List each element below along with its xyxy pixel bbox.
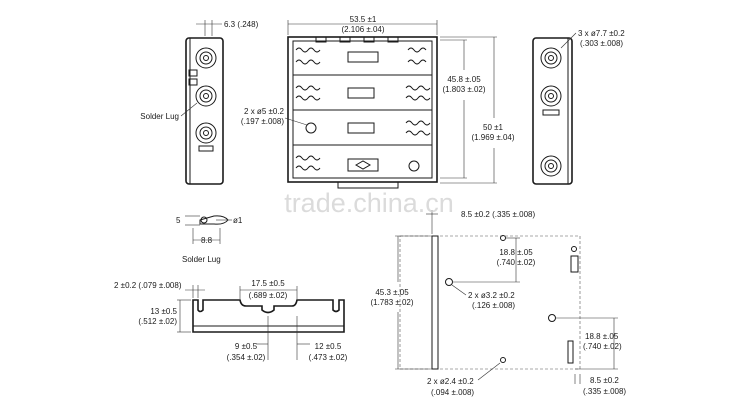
corner-label-1: 8.5 ±0.2: [590, 376, 619, 385]
bottom-view: [395, 210, 618, 384]
hole5-label-1: 2 x ø5 ±0.2: [244, 107, 285, 116]
solder-lug-detail: [185, 215, 232, 244]
slot12-label-2: (.473 ±.02): [309, 353, 348, 362]
hole5-label-2: (.197 ±.008): [241, 117, 284, 126]
lug-length-label: 8.8: [201, 236, 213, 245]
watermark: trade.china.cn: [284, 188, 454, 218]
left-side-view: [185, 20, 224, 185]
slot-width-label-2: (.689 ±.02): [249, 291, 288, 300]
slot9-label-2: (.354 ±.02): [227, 353, 266, 362]
hole24-label-1: 2 x ø2.4 ±0.2: [427, 377, 474, 386]
side-height-label-2: (.512 ±.02): [138, 317, 177, 326]
front-profile-view: [177, 285, 345, 360]
slot12-label-1: 12 ±0.5: [315, 342, 342, 351]
lug-view-label: Solder Lug: [182, 255, 221, 264]
right-side-view: [532, 32, 577, 185]
top-width-label-1: 53.5 ±1: [350, 15, 377, 24]
gap-lower-label-1: 18.8 ±.05: [585, 332, 619, 341]
gap-upper-label-2: (.740 ±.02): [497, 258, 536, 267]
top-view: [284, 20, 497, 189]
lug-height-label: 5: [176, 216, 181, 225]
base-height-label-1: 45.3 ±.05: [375, 288, 409, 297]
side-width-label: 6.3 (.248): [224, 20, 259, 29]
solder-lug-label: Solder Lug: [140, 112, 179, 121]
outer-height-label-2: (1.969 ±.04): [471, 133, 514, 142]
lug-hole-label: ø1: [233, 216, 243, 225]
slot9-label-1: 9 ±0.5: [235, 342, 258, 351]
gap-upper-label-1: 18.8 ±.05: [499, 248, 533, 257]
inner-height-label-2: (1.803 ±.02): [442, 85, 485, 94]
slot-width-label-1: 17.5 ±0.5: [251, 279, 285, 288]
hole24-label-2: (.094 ±.008): [431, 388, 474, 397]
corner-label-2: (.335 ±.008): [583, 387, 626, 396]
gap-lower-label-2: (.740 ±.02): [583, 342, 622, 351]
right-hole-label-2: (.303 ±.008): [580, 39, 623, 48]
side-height-label-1: 13 ±0.5: [150, 307, 177, 316]
top-width-label-2: (2.106 ±.04): [341, 25, 384, 34]
inner-height-label-1: 45.8 ±.05: [447, 75, 481, 84]
hole32-label-2: (.126 ±.008): [472, 301, 515, 310]
solder-lug-leader: [180, 102, 198, 117]
right-hole-label-1: 3 x ø7.7 ±0.2: [578, 29, 625, 38]
bottom-cut-label: 8.5 ±0.2 (.335 ±.008): [461, 210, 535, 219]
outer-height-label-1: 50 ±1: [483, 123, 504, 132]
base-height-label-2: (1.783 ±.02): [370, 298, 413, 307]
wall-thickness-label: 2 ±0.2 (.079 ±.008): [114, 281, 182, 290]
hole32-label-1: 2 x ø3.2 ±0.2: [468, 291, 515, 300]
